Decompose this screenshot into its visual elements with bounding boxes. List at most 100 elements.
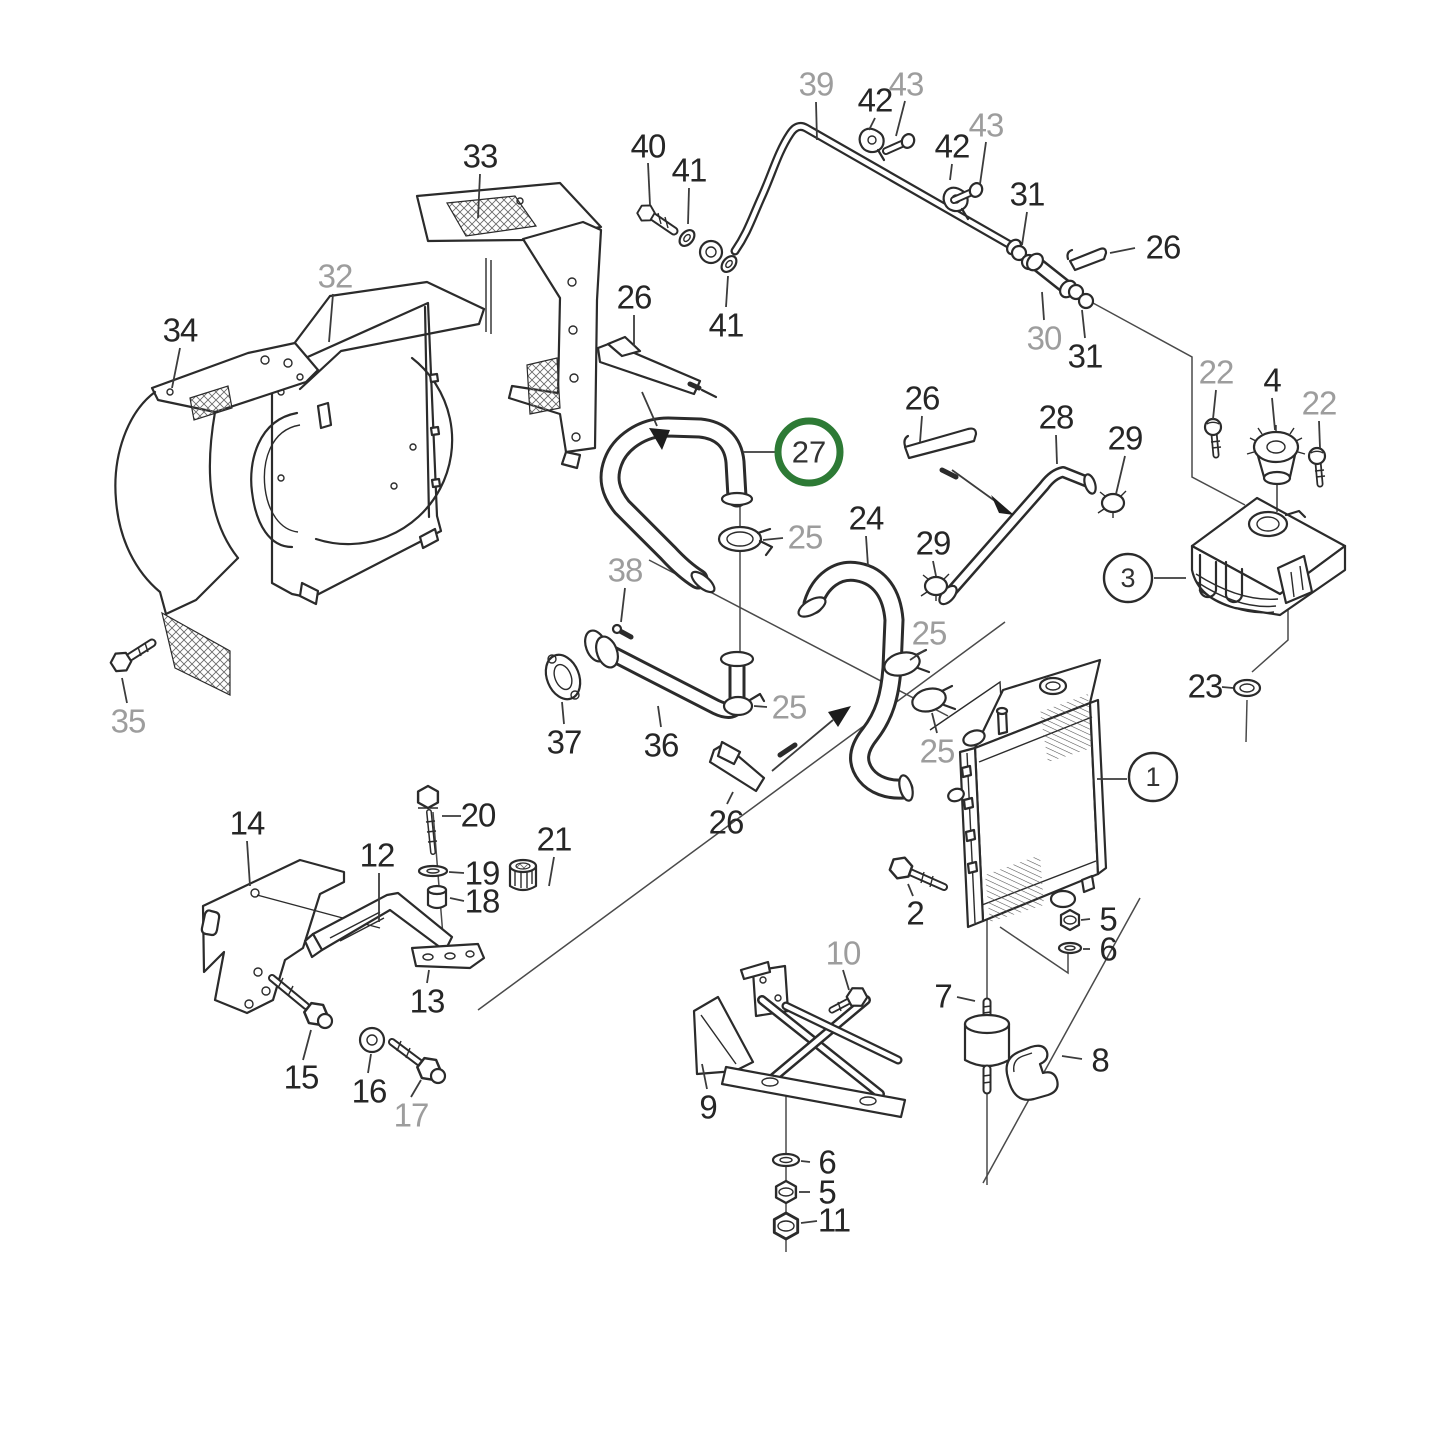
part-number-label-7: 7 (934, 978, 951, 1015)
bolt-17 (388, 1038, 447, 1086)
part-number-label-25: 25 (772, 689, 807, 726)
clip-bolt-43-b (950, 182, 984, 204)
reservoir-cap-4 (1246, 425, 1306, 512)
bolt-22-right (1307, 446, 1327, 488)
collar-18 (426, 884, 448, 910)
part-number-label-5: 5 (1099, 901, 1116, 938)
part-number-label-12: 12 (360, 837, 395, 874)
clamp-25-hose27 (717, 525, 774, 557)
part-number-label-31: 31 (1010, 176, 1045, 213)
part-number-label-43: 43 (889, 66, 924, 103)
overflow-hose-39 (730, 122, 1017, 256)
part-number-label-40: 40 (631, 128, 666, 165)
callout-hotspot-1[interactable]: 1 (1127, 751, 1179, 803)
callout-number: 27 (792, 435, 826, 470)
part-number-label-26: 26 (1146, 229, 1181, 266)
part-number-label-38: 38 (608, 552, 643, 589)
upper-radiator-hose-27 (599, 416, 754, 594)
radiator-1 (929, 658, 1108, 929)
reservoir-hose-28 (938, 466, 1097, 606)
part-number-label-9: 9 (699, 1089, 716, 1126)
banjo-eye-fitting (698, 239, 724, 265)
part-number-label-20: 20 (461, 797, 496, 834)
bolt-35 (106, 638, 157, 677)
part-number-label-5: 5 (818, 1174, 835, 1211)
grommet-21 (508, 858, 538, 892)
bolt-15 (268, 974, 334, 1031)
part-number-label-30: 30 (1027, 320, 1062, 357)
washer-19 (417, 864, 449, 878)
part-number-label-6: 6 (1099, 931, 1116, 968)
part-number-label-4: 4 (1263, 362, 1281, 399)
part-number-label-28: 28 (1039, 399, 1074, 436)
inlet-flange-37 (544, 653, 582, 701)
part-number-label-41: 41 (672, 152, 707, 189)
callout-number: 1 (1145, 762, 1160, 792)
fan-shroud-32 (250, 280, 486, 606)
lower-radiator-hose-24 (797, 560, 914, 802)
side-shield-34 (114, 341, 320, 696)
clip-bolt-43 (882, 133, 916, 155)
part-number-label-24: 24 (849, 500, 884, 537)
part-number-label-43: 43 (969, 107, 1004, 144)
part-number-label-26: 26 (617, 279, 652, 316)
clamp-stay-26-bottom (708, 740, 798, 793)
part-number-label-15: 15 (284, 1059, 319, 1096)
part-number-label-42: 42 (858, 82, 893, 119)
callout-hotspot-27[interactable]: 27 (774, 417, 844, 487)
spring-clamp-29-lower (920, 573, 950, 601)
bolt-10 (828, 982, 871, 1014)
clamp-stay-26-top (596, 335, 718, 399)
part-number-label-26: 26 (709, 804, 744, 841)
part-number-label-13: 13 (410, 983, 445, 1020)
part-number-label-25: 25 (920, 733, 955, 770)
drain-bolt-2 (886, 853, 948, 891)
part-number-label-41: 41 (709, 307, 744, 344)
part-number-label-29: 29 (916, 525, 951, 562)
washer-6-bottom (771, 1152, 801, 1168)
part-number-label-35: 35 (111, 703, 146, 740)
clamp-25-pipe36 (722, 692, 766, 717)
thermostat-pipe-36 (584, 629, 755, 719)
clamp-stay-26-top-right (1066, 247, 1108, 272)
callout-hotspot-3[interactable]: 3 (1102, 552, 1154, 604)
bolt-38 (611, 623, 634, 640)
part-number-label-19: 19 (465, 855, 500, 892)
washer-6-right (1057, 941, 1083, 955)
part-number-label-14: 14 (230, 805, 265, 842)
bolt-22-left (1203, 417, 1223, 459)
part-number-label-10: 10 (826, 935, 861, 972)
mount-bracket-14 (200, 858, 381, 1015)
clamp-25-hose24-upper (883, 648, 931, 677)
part-number-label-32: 32 (318, 258, 353, 295)
clamp-25-hose24-lower (911, 684, 957, 713)
leader-5-6 (999, 926, 1069, 975)
part-number-label-18: 18 (465, 883, 500, 920)
part-number-label-11: 11 (818, 1202, 850, 1239)
fan-guard-bracket-33 (415, 181, 603, 470)
clamp-stay-26-mid (903, 427, 978, 480)
spring-clamp-29-upper (1097, 490, 1127, 518)
washer-16 (358, 1026, 386, 1054)
nut-5-right (1059, 908, 1081, 932)
mount-clip-8 (1005, 1044, 1059, 1101)
label-leader-lines (121, 100, 1321, 1224)
part-number-label-17: 17 (394, 1097, 429, 1134)
plate-13 (410, 942, 486, 970)
part-number-label-33: 33 (463, 138, 498, 175)
part-number-label-37: 37 (547, 724, 582, 761)
part-number-label-36: 36 (644, 727, 679, 764)
hose-clamp-31-b (1067, 283, 1095, 310)
part-number-label-23: 23 (1188, 668, 1223, 705)
hose-clip-42 (858, 127, 886, 162)
callout-circles: 27 3 1 (774, 417, 1179, 803)
banjo-bolt-40 (634, 200, 679, 236)
part-number-label-25: 25 (912, 615, 947, 652)
nut-11 (772, 1211, 800, 1241)
part-number-label-29: 29 (1108, 420, 1143, 457)
part-number-label-2: 2 (906, 895, 923, 932)
part-number-label-42: 42 (935, 128, 970, 165)
stay-bracket-12 (303, 891, 454, 959)
